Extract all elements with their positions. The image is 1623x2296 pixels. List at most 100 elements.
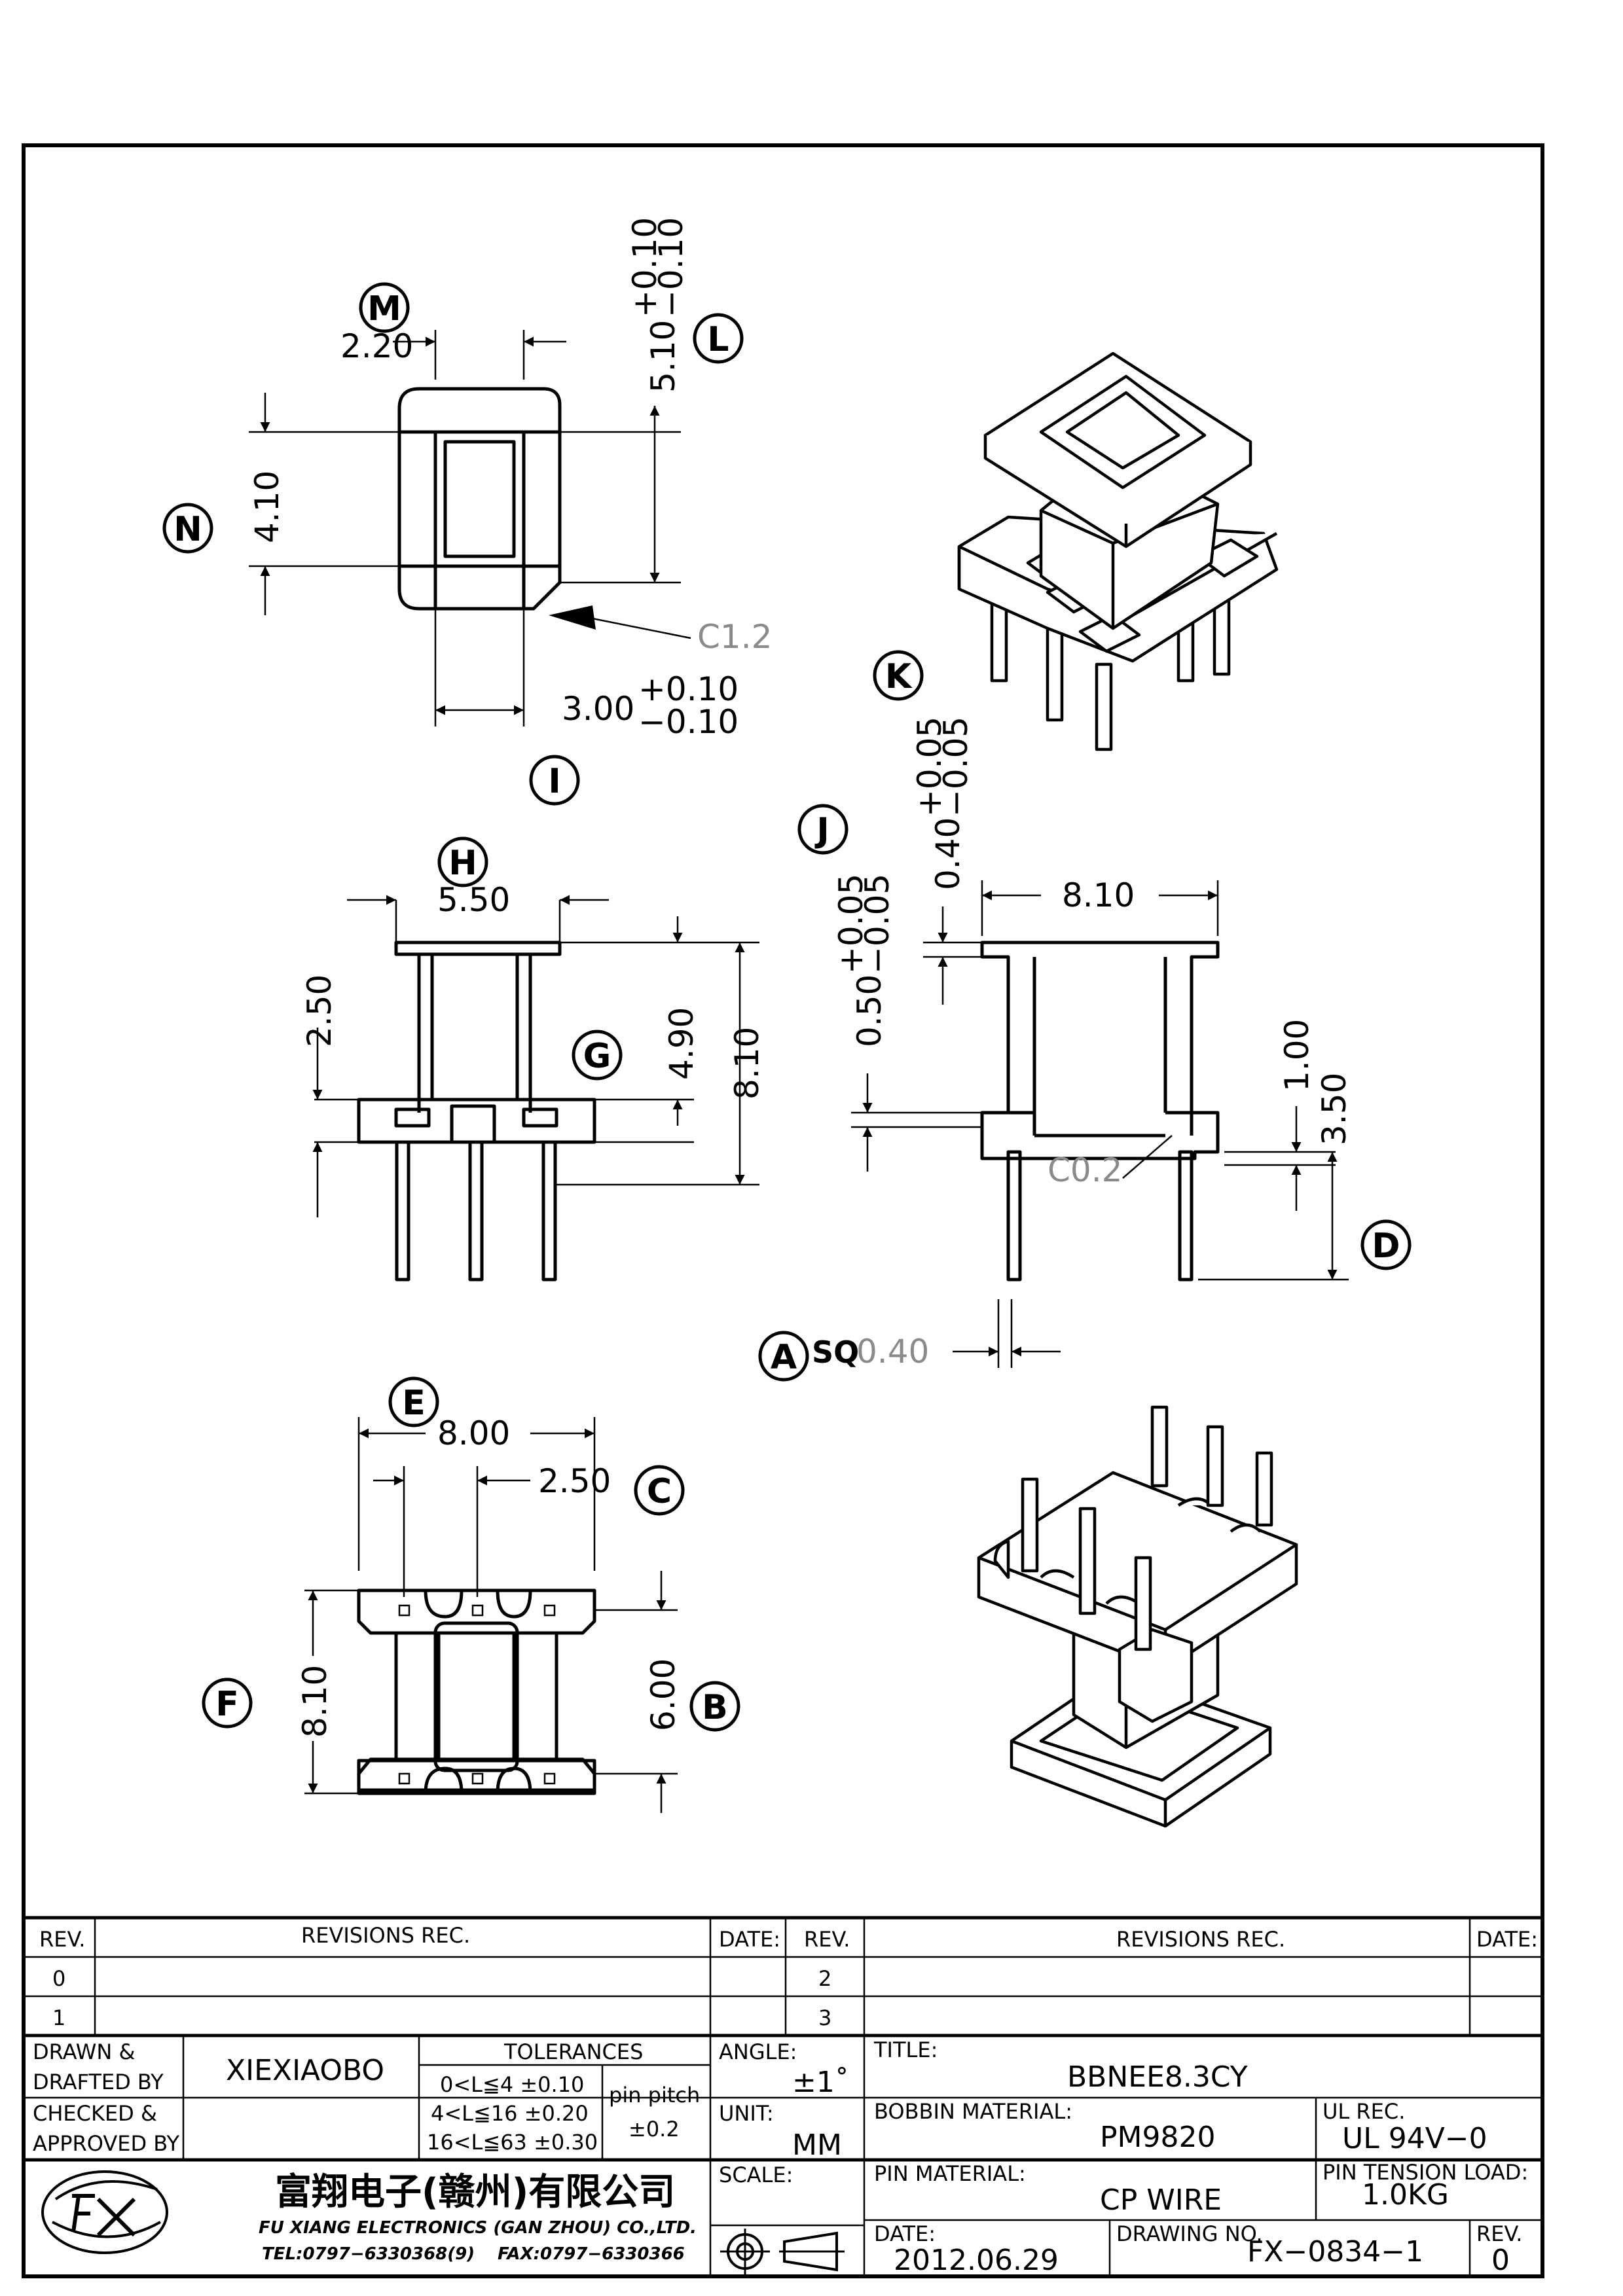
svg-text:A: A	[771, 1338, 797, 1377]
top-view: 2.20 5.10 +0.10 −0.10 4.10 C1.2 3.00 +0.…	[248, 217, 772, 741]
ul-rec-value: UL 94V−0	[1342, 2122, 1487, 2155]
company-logo	[41, 2170, 168, 2254]
rev-row-3: 3	[818, 2005, 831, 2030]
dim-j-flange: 0.50	[850, 975, 888, 1047]
projection-symbol-icon	[720, 2229, 845, 2274]
dim-l-tol-plus: +0.10	[626, 217, 664, 317]
title-block: REV. REVISIONS REC. DATE: REV. REVISIONS…	[24, 1916, 1542, 2277]
svg-text:F: F	[215, 1685, 239, 1724]
sheet-border	[22, 143, 1544, 2278]
callout-h: H	[437, 836, 488, 888]
date-header-left: DATE:	[719, 1927, 780, 1952]
checked-label-2: APPROVED BY	[33, 2131, 179, 2156]
dim-i-tol-minus: −0.10	[638, 703, 739, 741]
dim-k-flange: 0.40	[929, 817, 967, 890]
dim-bottom-width: 8.00	[437, 1414, 510, 1452]
dim-bottom-inner: 6.00	[644, 1659, 682, 1731]
svg-text:D: D	[1372, 1227, 1400, 1266]
side-view: 5.50 2.50 4.90 8.10	[301, 881, 766, 1282]
callout-a: A	[758, 1331, 809, 1382]
dim-front-1-00: 1.00	[1278, 1019, 1316, 1092]
bobbin-material-value: PM9820	[1100, 2121, 1215, 2154]
chamfer-c12-label: C1.2	[697, 618, 772, 656]
dim-pin-pitch: 2.50	[538, 1462, 611, 1500]
bobbin-material-label: BOBBIN MATERIAL:	[874, 2099, 1072, 2124]
callout-i: I	[529, 755, 580, 806]
callout-n: N	[162, 503, 213, 554]
drawing-no-label: DRAWING NO.	[1116, 2221, 1263, 2246]
rev-header-right: REV.	[804, 1927, 850, 1952]
drawn-label-1: DRAWN &	[33, 2039, 135, 2064]
pin-tension-value: 1.0KG	[1362, 2178, 1449, 2212]
title-label: TITLE:	[873, 2037, 938, 2062]
tolerance-row-3: 16<L≦63 ±0.30	[427, 2130, 598, 2155]
svg-text:N: N	[173, 510, 202, 549]
callout-l: L	[693, 313, 744, 364]
dim-i-tol-plus: +0.10	[638, 670, 739, 708]
revisions-header-left: REVISIONS REC.	[301, 1923, 470, 1948]
scale-label: SCALE:	[719, 2162, 793, 2187]
svg-text:M: M	[367, 289, 401, 329]
company-name-en: FU XIANG ELECTRONICS (GAN ZHOU) CO.,LTD.	[259, 2218, 697, 2238]
svg-text:K: K	[885, 657, 913, 696]
rev-row-0: 0	[52, 1966, 65, 1991]
angle-value: ±1˚	[792, 2066, 849, 2099]
dim-i-width: 3.00	[562, 690, 634, 728]
pin-sq-label: SQ	[812, 1335, 859, 1370]
ul-rec-label: UL REC.	[1322, 2099, 1405, 2124]
dim-h-width: 5.50	[437, 881, 510, 919]
callout-k: K	[873, 650, 924, 701]
dim-k-tol-minus: −0.05	[937, 717, 975, 817]
svg-text:E: E	[402, 1384, 426, 1423]
dim-l-tol-minus: −0.10	[652, 217, 690, 317]
svg-text:H: H	[448, 844, 477, 883]
revisions-header-right: REVISIONS REC.	[1116, 1927, 1285, 1952]
drawn-label-2: DRAFTED BY	[33, 2070, 164, 2094]
company-fax: FAX:0797−6330366	[498, 2244, 685, 2264]
dim-j-tol-minus: −0.05	[858, 874, 896, 974]
callout-j: J	[797, 804, 848, 855]
rev-label: REV.	[1476, 2221, 1522, 2246]
svg-text:B: B	[702, 1688, 728, 1727]
callout-g: G	[572, 1030, 623, 1081]
pin-material-label: PIN MATERIAL:	[874, 2161, 1026, 2186]
callout-b: B	[689, 1681, 740, 1732]
pin-sq-value: 0.40	[856, 1333, 929, 1371]
dim-l-depth: 5.10	[644, 320, 682, 393]
checked-label-1: CHECKED &	[33, 2101, 157, 2126]
dim-side-8-10: 8.10	[728, 1027, 766, 1100]
rev-header-left: REV.	[39, 1927, 85, 1952]
callout-e: E	[388, 1376, 439, 1427]
unit-value: MM	[792, 2128, 842, 2162]
dim-j-tol-plus: +0.05	[832, 874, 870, 974]
pin-material-value: CP WIRE	[1100, 2183, 1222, 2217]
date-value: 2012.06.29	[894, 2244, 1059, 2277]
dim-front-width: 8.10	[1062, 876, 1135, 914]
drawing-no-value: FX−0834−1	[1247, 2235, 1423, 2269]
svg-text:C: C	[647, 1472, 672, 1511]
company-tel: TEL:0797−6330368(9)	[262, 2244, 475, 2264]
rev-row-1: 1	[52, 2005, 65, 2030]
svg-text:J: J	[814, 811, 829, 850]
pin-tension-label: PIN TENSION LOAD:	[1322, 2160, 1528, 2185]
callout-c: C	[634, 1465, 685, 1516]
date-header-right: DATE:	[1476, 1927, 1538, 1952]
tolerance-row-1: 0<L≦4 ±0.10	[440, 2072, 584, 2097]
dim-m-width: 2.20	[340, 327, 413, 365]
dim-side-2-50: 2.50	[301, 975, 338, 1047]
isometric-view-bottom	[977, 1405, 1298, 1828]
dim-front-3-50: 3.50	[1315, 1073, 1353, 1145]
svg-text:I: I	[548, 762, 560, 801]
pin-pitch-label: pin pitch	[609, 2083, 700, 2108]
tolerances-header: TOLERANCES	[503, 2039, 643, 2064]
date-label: DATE:	[874, 2221, 936, 2246]
dim-k-tol-plus: +0.05	[911, 717, 949, 817]
dim-n-height: 4.10	[248, 471, 286, 543]
unit-label: UNIT:	[719, 2101, 774, 2126]
dim-g-height: 4.90	[663, 1007, 701, 1080]
callout-d: D	[1360, 1219, 1412, 1270]
callout-m: M	[359, 282, 410, 333]
svg-text:G: G	[583, 1037, 611, 1076]
svg-text:L: L	[707, 320, 729, 359]
